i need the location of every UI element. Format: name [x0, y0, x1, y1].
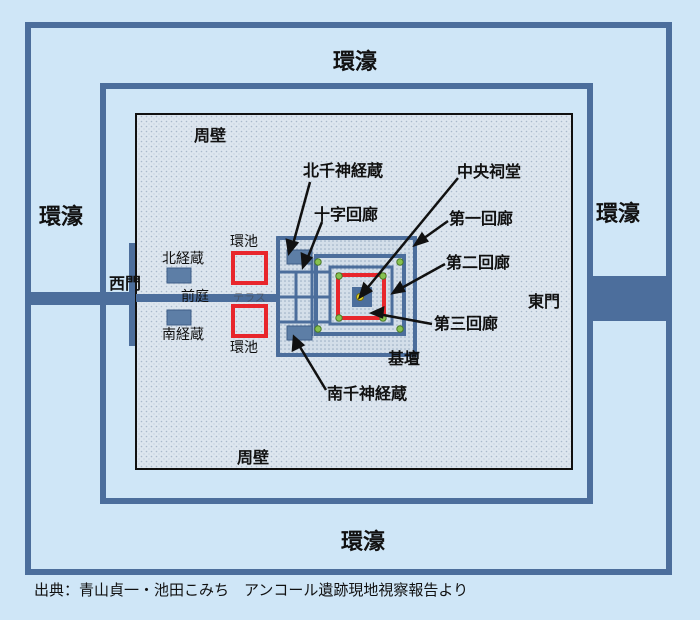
- north-pond: [231, 251, 268, 285]
- north-deity-library-label: 北千神経蔵: [303, 161, 384, 180]
- moat-label-right: 環濠: [596, 202, 641, 227]
- third-gallery-label: 第三回廊: [434, 314, 499, 333]
- south-deity-library-building: [286, 325, 313, 341]
- second-gallery-wall: [328, 265, 394, 326]
- cruciform-gallery-grid: [278, 258, 330, 336]
- north-library-building: [166, 267, 192, 284]
- wall-label-bottom: 周壁: [237, 448, 270, 467]
- third-gallery-wall: [336, 273, 386, 320]
- corner-towers: [314, 258, 404, 333]
- west-causeway: [28, 292, 136, 305]
- west-gate-label: 西門: [109, 274, 142, 293]
- south-library-label: 南経蔵: [162, 327, 204, 343]
- west-gate-bar: [129, 243, 135, 346]
- source-credit: 出典：青山貞一・池田こみち アンコール遺跡現地視察報告より: [34, 581, 469, 599]
- north-pond-label: 環池: [230, 234, 258, 250]
- south-pond: [231, 304, 268, 338]
- central-shrine-label: 中央祠堂: [457, 162, 522, 181]
- moat-label-left: 環濠: [39, 205, 84, 230]
- first-gallery-label: 第一回廊: [449, 209, 514, 228]
- second-gallery-label: 第二回廊: [446, 253, 511, 272]
- south-deity-library-label: 南千神経蔵: [327, 384, 408, 403]
- platform-label: 基壇: [388, 349, 421, 368]
- moat-label-bottom: 環濠: [341, 530, 386, 555]
- east-causeway: [590, 276, 669, 321]
- terrace-label: テラス: [233, 291, 266, 304]
- south-library-building: [166, 309, 192, 326]
- approach-walkway: [136, 294, 280, 302]
- east-gate-label: 東門: [528, 292, 561, 311]
- moat-label-top: 環濠: [333, 50, 378, 75]
- south-pond-label: 環池: [230, 340, 258, 356]
- cruciform-gallery-label: 十字回廊: [314, 205, 379, 224]
- forecourt-label: 前庭: [181, 289, 209, 305]
- leader-lines: [285, 177, 459, 391]
- north-library-label: 北経蔵: [162, 251, 204, 267]
- wall-label-top: 周壁: [194, 126, 227, 145]
- first-gallery-wall: [314, 254, 406, 336]
